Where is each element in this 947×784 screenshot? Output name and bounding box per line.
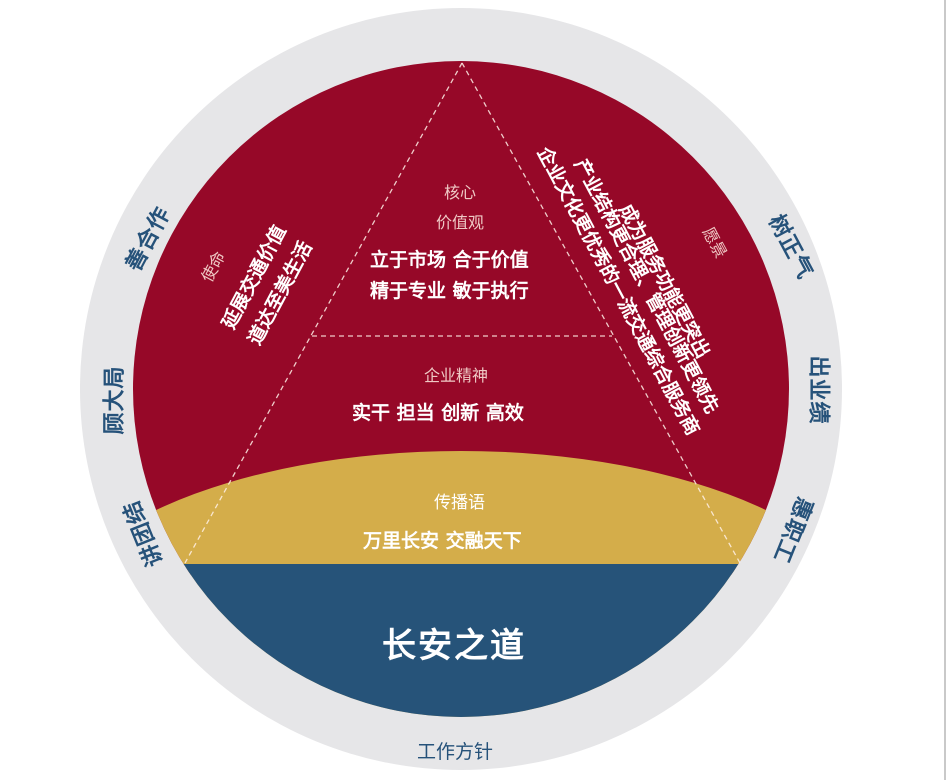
ring-label-performance: 出业绩 (805, 355, 831, 425)
center-title: 长安之道 (382, 626, 526, 666)
work-policy-label: 工作方针 (417, 741, 494, 763)
spirit-text: 实干 担当 创新 高效 (352, 402, 524, 424)
core-values-label-1: 核心 (444, 183, 477, 202)
core-values-line-1: 立于市场 合于价值 (370, 249, 529, 271)
spirit-label: 企业精神 (424, 366, 489, 385)
core-values-label-2: 价值观 (436, 213, 485, 232)
core-values-line-2: 精于专业 敏于执行 (370, 280, 529, 302)
slogan-text: 万里长安 交融天下 (363, 530, 522, 552)
right-edge-divider (944, 0, 946, 780)
ring-label-big-picture: 顾大局 (102, 365, 128, 435)
slogan-label: 传播语 (434, 493, 485, 513)
dashed-triangle (184, 62, 741, 564)
